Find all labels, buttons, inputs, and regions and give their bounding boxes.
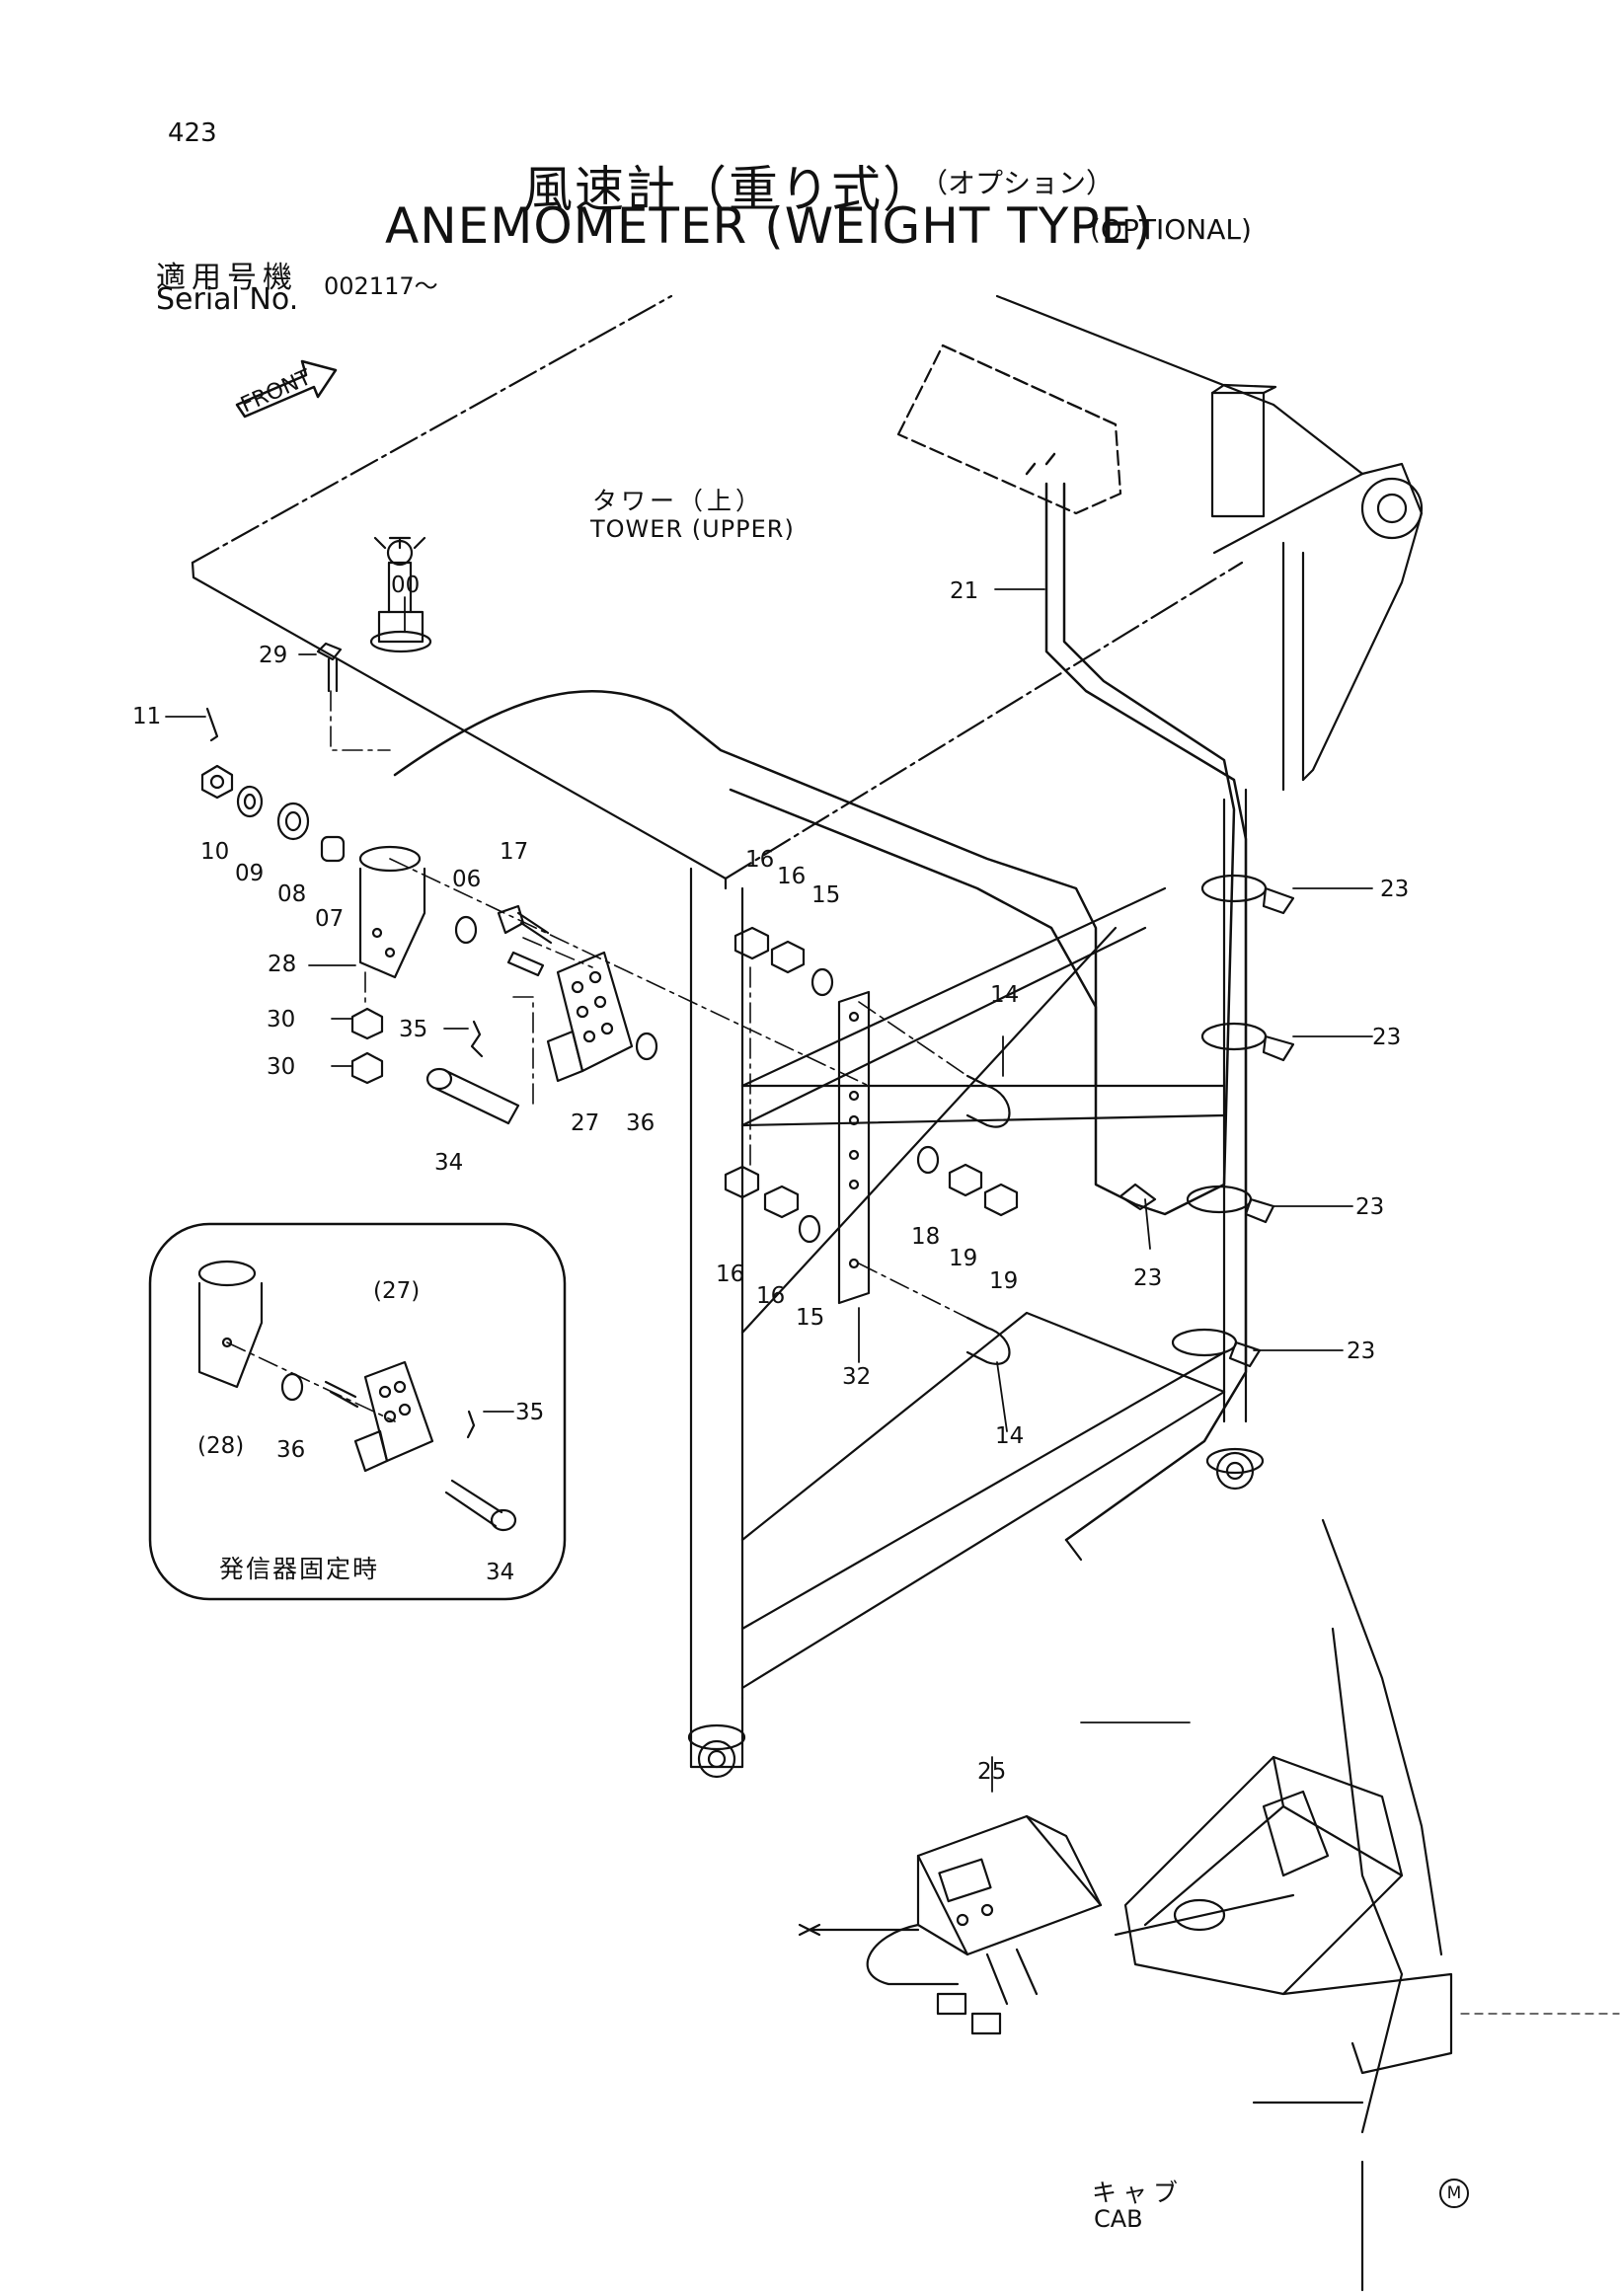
callout-09: 09 [235,861,265,886]
bracket-28 [358,845,426,979]
tower-right-column [1281,462,1424,792]
bracket-27 [546,951,634,1083]
callout-07: 07 [315,906,345,932]
callout-23-e: 23 [1347,1339,1376,1364]
mast-stub [1210,383,1277,518]
washer-36 [635,1032,658,1061]
callout-14-upper: 14 [990,982,1020,1008]
nuts-30 [350,1007,384,1085]
callout-34: 34 [434,1150,464,1176]
callout-00: 00 [391,573,421,598]
cab-label-japanese: キャブ [1092,2179,1185,2207]
inset-detail-box [148,1222,567,1601]
callout-28-inset: (28) [197,1433,245,1459]
serial-label-japanese: 適用号機 [156,261,298,295]
leader-lines [165,588,1373,1793]
callout-36-inset: 36 [276,1437,306,1463]
display-unit-25 [798,1814,1103,2035]
callout-16-b: 16 [777,864,807,889]
callout-32: 32 [842,1364,872,1390]
title-japanese: 風速計（重り式） [523,161,934,218]
callout-35-inset: 35 [515,1400,545,1425]
sensor-housing-outline [896,344,1122,515]
serial-label-english: Serial No. [156,282,299,317]
title-english: ANEMOMETER (WEIGHT TYPE) [385,197,1153,255]
callout-14-lower: 14 [995,1423,1025,1449]
callout-16-a: 16 [745,847,775,873]
tower-label-english: TOWER (UPPER) [590,515,795,543]
callout-27: 27 [571,1110,600,1136]
page-number: 423 [168,118,217,148]
plate-32 [837,990,871,1305]
cable-from-bracket [393,689,1098,1088]
callout-16-c: 16 [716,1262,745,1287]
front-arrow: FRONT [235,359,338,419]
callout-08: 08 [277,881,307,907]
cable-21 [729,452,1248,1542]
nuts-16-washer-15-lower [724,1165,821,1244]
washer-18-nuts-19 [916,1145,1019,1217]
callout-30-upper: 30 [267,1007,296,1033]
pin-34 [425,1020,520,1125]
callout-28: 28 [268,952,297,977]
inset-caption: 発信器固定時 [219,1555,380,1583]
footer-mark: M [1439,2179,1469,2208]
callout-15-upper: 15 [811,882,841,908]
tower-braces [740,886,1226,1690]
u-bolt-14-lower [965,1316,1011,1365]
anemometer-assembly [369,536,432,653]
tower-right-leg [1205,788,1265,1491]
callout-17: 17 [500,839,529,865]
callout-29: 29 [259,643,288,668]
callout-35: 35 [399,1017,428,1042]
svg-text:FRONT: FRONT [237,365,315,419]
callout-10: 10 [200,839,230,865]
callout-16-d: 16 [756,1283,786,1309]
cab-label-english: CAB [1094,2205,1143,2233]
callout-25: 25 [977,1759,1007,1785]
cable-end [1064,1538,1083,1562]
callout-34-inset: 34 [486,1560,515,1585]
tower-top-plate [191,294,1364,890]
nuts-16-washer-15-upper [733,926,834,997]
tower-left-leg [687,867,746,1779]
callout-19-a: 19 [949,1246,978,1271]
callout-15-lower: 15 [796,1305,825,1331]
callout-23-d: 23 [1133,1265,1163,1291]
title-japanese-optional: （オプション） [920,167,1115,199]
callout-18: 18 [911,1224,941,1250]
bolt-29 [316,642,343,693]
title-english-optional: (OPTIONAL) [1090,213,1252,246]
assembly-center-lines [330,690,968,1319]
washers-nuts-left [200,764,346,863]
callout-30-lower: 30 [267,1054,296,1080]
callout-06: 06 [452,867,482,892]
u-bolt-14-upper [965,1074,1011,1128]
callout-27-inset: (27) [373,1278,421,1304]
tower-label-japanese: タワー（上） [592,487,765,515]
cab-pedestal [1114,1518,1620,2292]
cable-clamps-23 [1119,874,1295,1368]
washer-06-bolt-17 [454,904,553,977]
callout-23-c: 23 [1355,1194,1385,1220]
pin-11 [205,707,219,742]
callout-23-a: 23 [1380,877,1410,902]
serial-value: 002117～ [324,272,438,300]
callout-21: 21 [950,578,979,604]
callout-23-b: 23 [1372,1025,1402,1050]
callout-36: 36 [626,1110,656,1136]
callout-11: 11 [132,704,162,729]
callout-19-b: 19 [989,1268,1019,1294]
